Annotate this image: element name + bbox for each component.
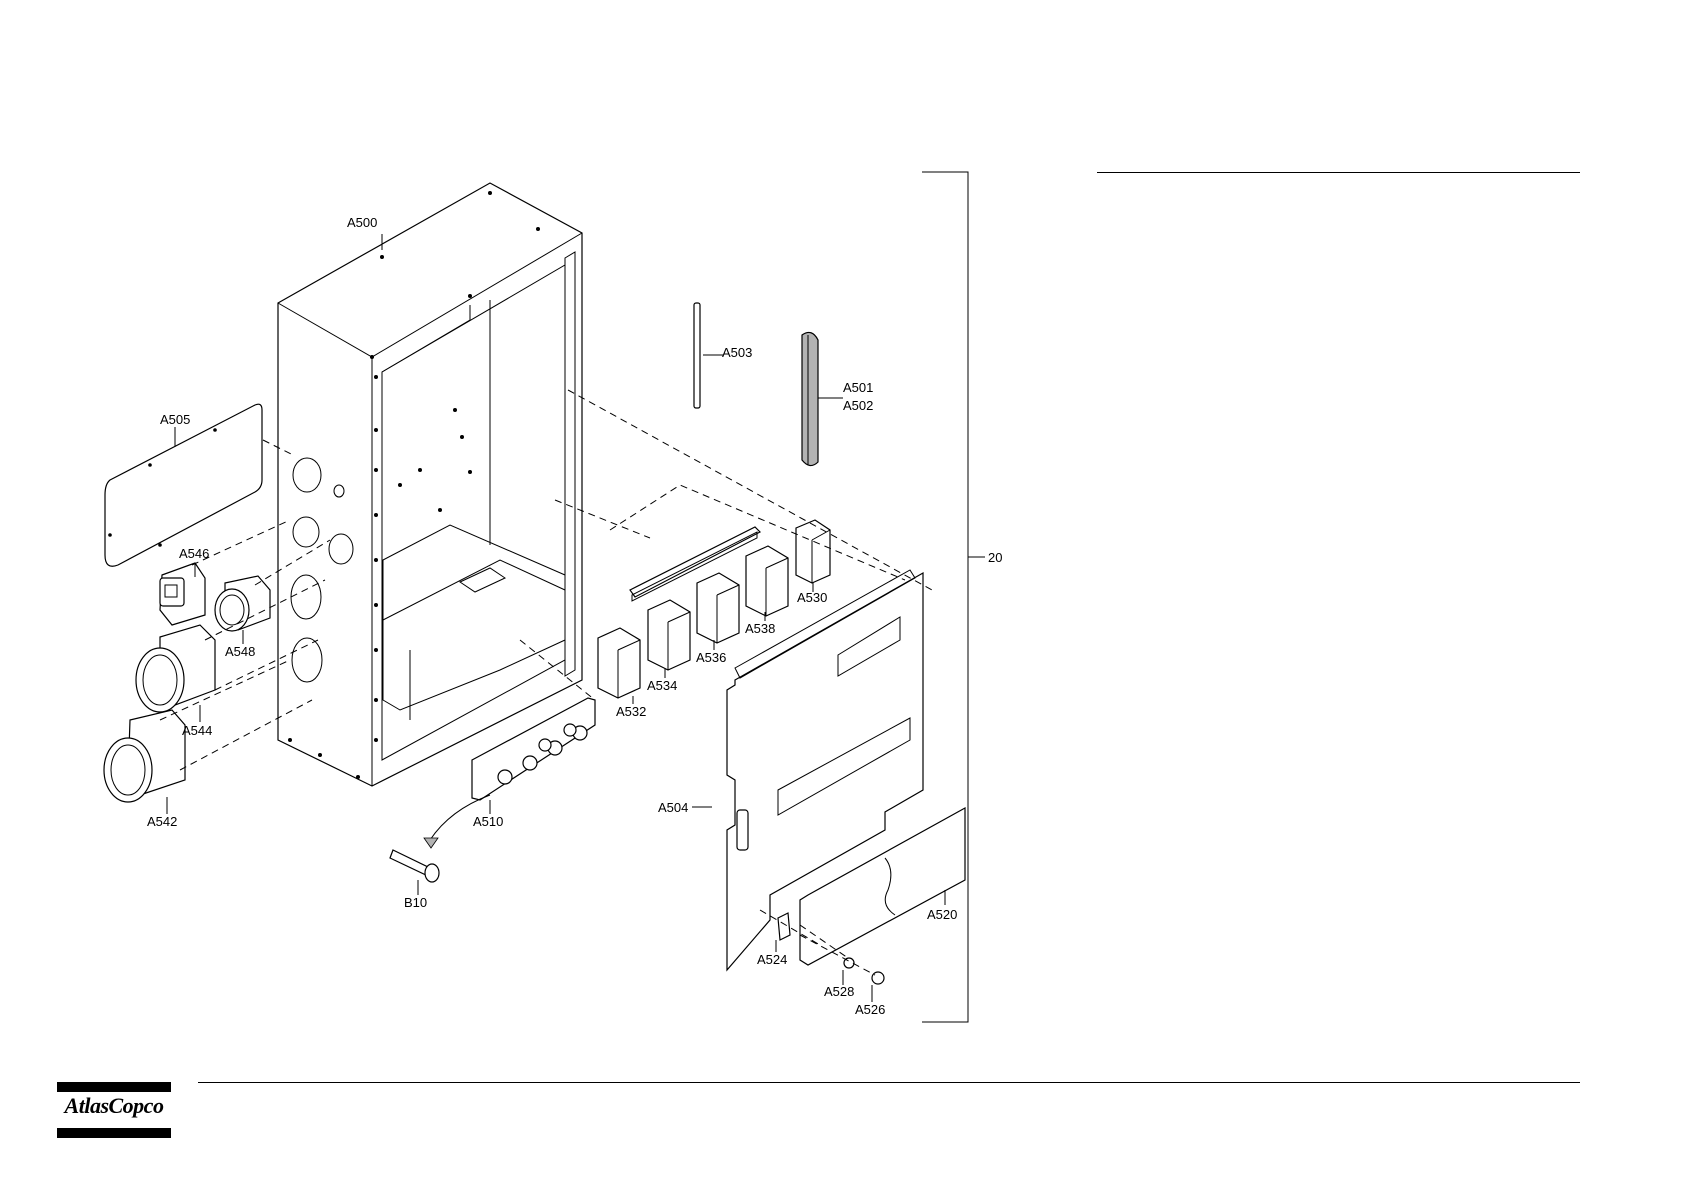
callout-a500: A500 xyxy=(347,215,377,230)
callout-a528: A528 xyxy=(824,984,854,999)
breaker-a534 xyxy=(648,600,690,670)
callout-a510: A510 xyxy=(473,814,503,829)
logo-bar-top xyxy=(57,1082,171,1092)
seal-strip xyxy=(694,303,700,408)
callout-a505: A505 xyxy=(160,412,190,427)
callout-a526: A526 xyxy=(855,1002,885,1017)
callout-a524: A524 xyxy=(757,952,787,967)
bolt xyxy=(390,850,439,882)
callout-a544: A544 xyxy=(182,723,212,738)
logo-text: AtlasCopco xyxy=(57,1094,171,1118)
bracket-a524 xyxy=(778,913,790,940)
breaker-a536 xyxy=(697,573,739,643)
footer-rule xyxy=(198,1082,1580,1083)
enclosure-cabinet xyxy=(278,183,582,786)
callout-a548: A548 xyxy=(225,644,255,659)
callout-a502: A502 xyxy=(843,398,873,413)
callout-a538: A538 xyxy=(745,621,775,636)
callout-a530: A530 xyxy=(797,590,827,605)
breaker-a538 xyxy=(746,546,788,616)
callout-a536: A536 xyxy=(696,650,726,665)
breaker-a530 xyxy=(796,520,830,583)
header-rule xyxy=(1097,172,1580,173)
callout-a520: A520 xyxy=(927,907,957,922)
callout-a503: A503 xyxy=(722,345,752,360)
callout-a532: A532 xyxy=(616,704,646,719)
callout-group-20: 20 xyxy=(988,550,1002,565)
callout-a501: A501 xyxy=(843,380,873,395)
screw-a526 xyxy=(872,972,884,984)
callout-a546: A546 xyxy=(179,546,209,561)
socket-a548 xyxy=(215,576,270,631)
callout-a534: A534 xyxy=(647,678,677,693)
socket-a544 xyxy=(136,625,215,712)
socket-a542 xyxy=(104,710,185,802)
door-profile xyxy=(802,332,818,465)
logo-bar-bottom xyxy=(57,1128,171,1138)
callout-a542: A542 xyxy=(147,814,177,829)
breaker-a532 xyxy=(598,628,640,698)
callout-b10: B10 xyxy=(404,895,427,910)
socket-a546 xyxy=(160,563,205,625)
cover-plate xyxy=(105,404,262,566)
callout-a504: A504 xyxy=(658,800,688,815)
